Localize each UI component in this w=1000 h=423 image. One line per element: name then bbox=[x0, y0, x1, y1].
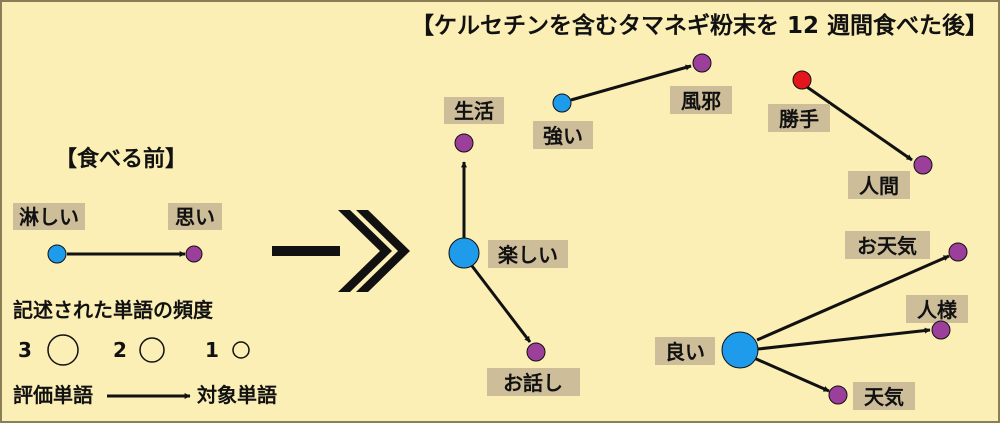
legend-evaluation-word: 評価単語 bbox=[13, 383, 93, 407]
word-sabishii: 淋しい bbox=[19, 205, 79, 229]
legend-freq2-circle bbox=[139, 337, 165, 363]
node-omoi bbox=[185, 245, 203, 263]
node-katte bbox=[792, 70, 812, 90]
legend-freq1-label: 1 bbox=[205, 338, 219, 362]
node-seikatsu bbox=[454, 133, 474, 153]
word-otenki: お天気 bbox=[857, 234, 917, 258]
label-bg-seikatsu bbox=[444, 97, 504, 124]
word-ohanashi: お話し bbox=[503, 371, 563, 395]
word-omoi: 思い bbox=[175, 205, 215, 229]
label-bg-ningen bbox=[848, 171, 910, 199]
node-sabishii bbox=[47, 244, 67, 264]
node-ohanashi bbox=[526, 342, 546, 362]
tsuyoi-cluster: 強い 風邪 bbox=[533, 53, 732, 149]
word-tenki: 天気 bbox=[864, 385, 904, 409]
after-title: 【ケルセチンを含むタマネギ粉末を 12 週間食べた後】 bbox=[411, 12, 988, 39]
node-tsuyoi bbox=[552, 93, 572, 113]
legend: 記述された単語の頻度 3 2 1 評価単語 対象単語 bbox=[13, 298, 277, 407]
word-seikatsu: 生活 bbox=[454, 99, 494, 123]
yoi-cluster: 良い お天気 人様 天気 bbox=[655, 231, 968, 410]
node-hitosama bbox=[931, 320, 951, 340]
legend-frequency-title: 記述された単語の頻度 bbox=[13, 298, 214, 322]
node-kaze bbox=[692, 53, 712, 73]
label-bg-yoi bbox=[655, 337, 715, 365]
legend-freq3-circle bbox=[47, 334, 79, 366]
label-bg-tenki bbox=[853, 382, 915, 410]
label-bg-tanoshii bbox=[488, 240, 568, 268]
label-bg-otenki bbox=[845, 231, 930, 259]
label-bg-kaze bbox=[670, 86, 732, 114]
label-bg-katte bbox=[768, 104, 830, 132]
before-title: 【食べる前】 bbox=[55, 146, 187, 172]
label-bg-omoi bbox=[168, 203, 222, 230]
arrow-yoi-tenki bbox=[753, 356, 830, 393]
tanoshii-cluster: 生活 楽しい お話し bbox=[444, 97, 580, 396]
arrow-yoi-hitosama bbox=[757, 327, 931, 351]
before-network: 淋しい 思い bbox=[13, 203, 222, 264]
arrow-tanoshii-ohanashi bbox=[467, 261, 532, 343]
legend-freq2-label: 2 bbox=[113, 338, 127, 362]
label-bg-ohanashi bbox=[487, 368, 580, 396]
word-tanoshii: 楽しい bbox=[498, 243, 558, 267]
word-yoi: 良い bbox=[665, 340, 705, 364]
node-otenki bbox=[948, 242, 968, 262]
node-tanoshii bbox=[448, 237, 480, 269]
word-hitosama: 人様 bbox=[917, 298, 958, 322]
transition-arrow bbox=[272, 210, 410, 292]
word-kaze: 風邪 bbox=[681, 89, 721, 113]
word-ningen: 人間 bbox=[859, 174, 899, 198]
label-bg-tsuyoi bbox=[533, 121, 593, 149]
word-tsuyoi: 強い bbox=[543, 124, 583, 148]
legend-freq3-label: 3 bbox=[18, 338, 32, 362]
node-tenki bbox=[828, 385, 848, 405]
katte-cluster: 勝手 人間 bbox=[768, 70, 933, 199]
node-yoi bbox=[721, 331, 759, 369]
legend-target-word: 対象単語 bbox=[196, 383, 277, 407]
label-bg-sabishii bbox=[13, 203, 85, 230]
arrow-tsuyoi-kaze bbox=[570, 64, 692, 102]
arrow-katte-ningen bbox=[806, 85, 913, 162]
node-ningen bbox=[913, 155, 933, 175]
arrow-yoi-otenki bbox=[756, 254, 950, 342]
label-bg-hitosama bbox=[906, 295, 968, 323]
word-katte: 勝手 bbox=[779, 107, 819, 131]
legend-freq1-circle bbox=[232, 341, 250, 359]
